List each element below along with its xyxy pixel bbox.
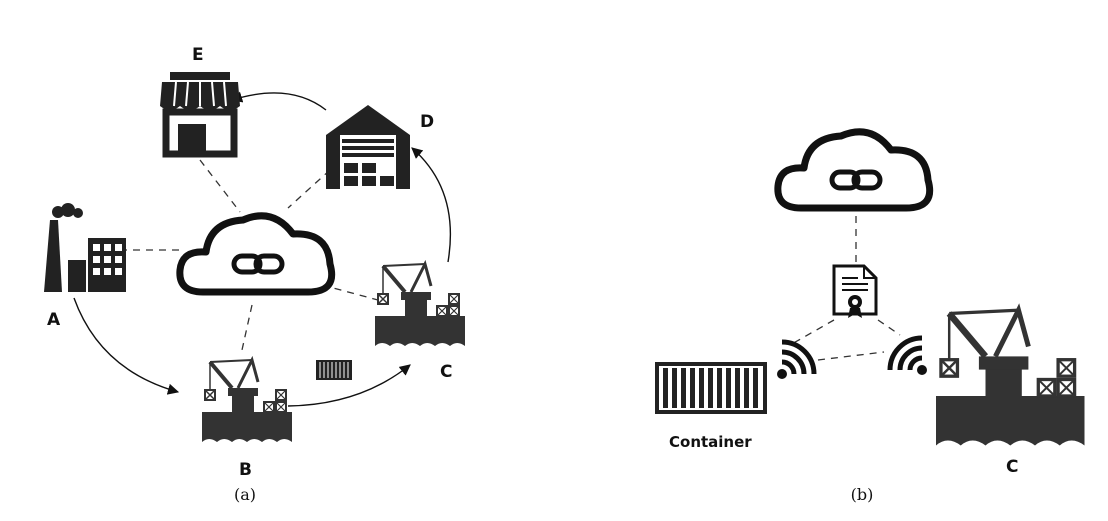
link-cert-wifi-right	[877, 319, 901, 336]
container-icon	[655, 362, 767, 414]
container-icon	[316, 360, 352, 380]
node-label-b: B	[239, 460, 252, 480]
warehouse-icon	[326, 105, 410, 189]
link-c-cloud	[321, 284, 379, 301]
container-label: Container	[669, 433, 752, 451]
blockchain-cloud-icon	[778, 132, 930, 208]
wireless-signal-icon	[887, 335, 927, 375]
link-cert-wifi-left	[789, 319, 835, 346]
certificate-icon	[832, 264, 878, 318]
factory-icon	[44, 203, 126, 292]
node-label-c: C	[440, 362, 452, 382]
arrow-a-b	[73, 297, 180, 395]
link-b-cloud	[241, 304, 253, 351]
link-wifi-wifi	[817, 351, 885, 361]
arrow-d-e	[230, 91, 327, 111]
wireless-signal-icon	[777, 339, 817, 379]
port-crane-icon	[200, 358, 294, 444]
panel-b: Container C (b)	[655, 132, 1085, 504]
link-d-cloud	[287, 169, 331, 209]
caption-a: (a)	[234, 485, 256, 504]
node-label-a: A	[47, 310, 61, 330]
caption-b: (b)	[851, 485, 874, 504]
node-label-d: D	[420, 112, 434, 132]
link-e-cloud	[199, 159, 241, 213]
panel-a: A E D	[44, 45, 467, 504]
node-label-e: E	[192, 45, 204, 65]
node-label-c-b: C	[1006, 457, 1018, 477]
port-crane-icon	[936, 310, 1085, 445]
arrow-c-d	[411, 147, 452, 263]
store-icon	[160, 72, 240, 158]
blockchain-cloud-icon	[180, 216, 332, 292]
port-crane-icon	[373, 262, 467, 348]
arrow-b-c	[287, 364, 411, 407]
